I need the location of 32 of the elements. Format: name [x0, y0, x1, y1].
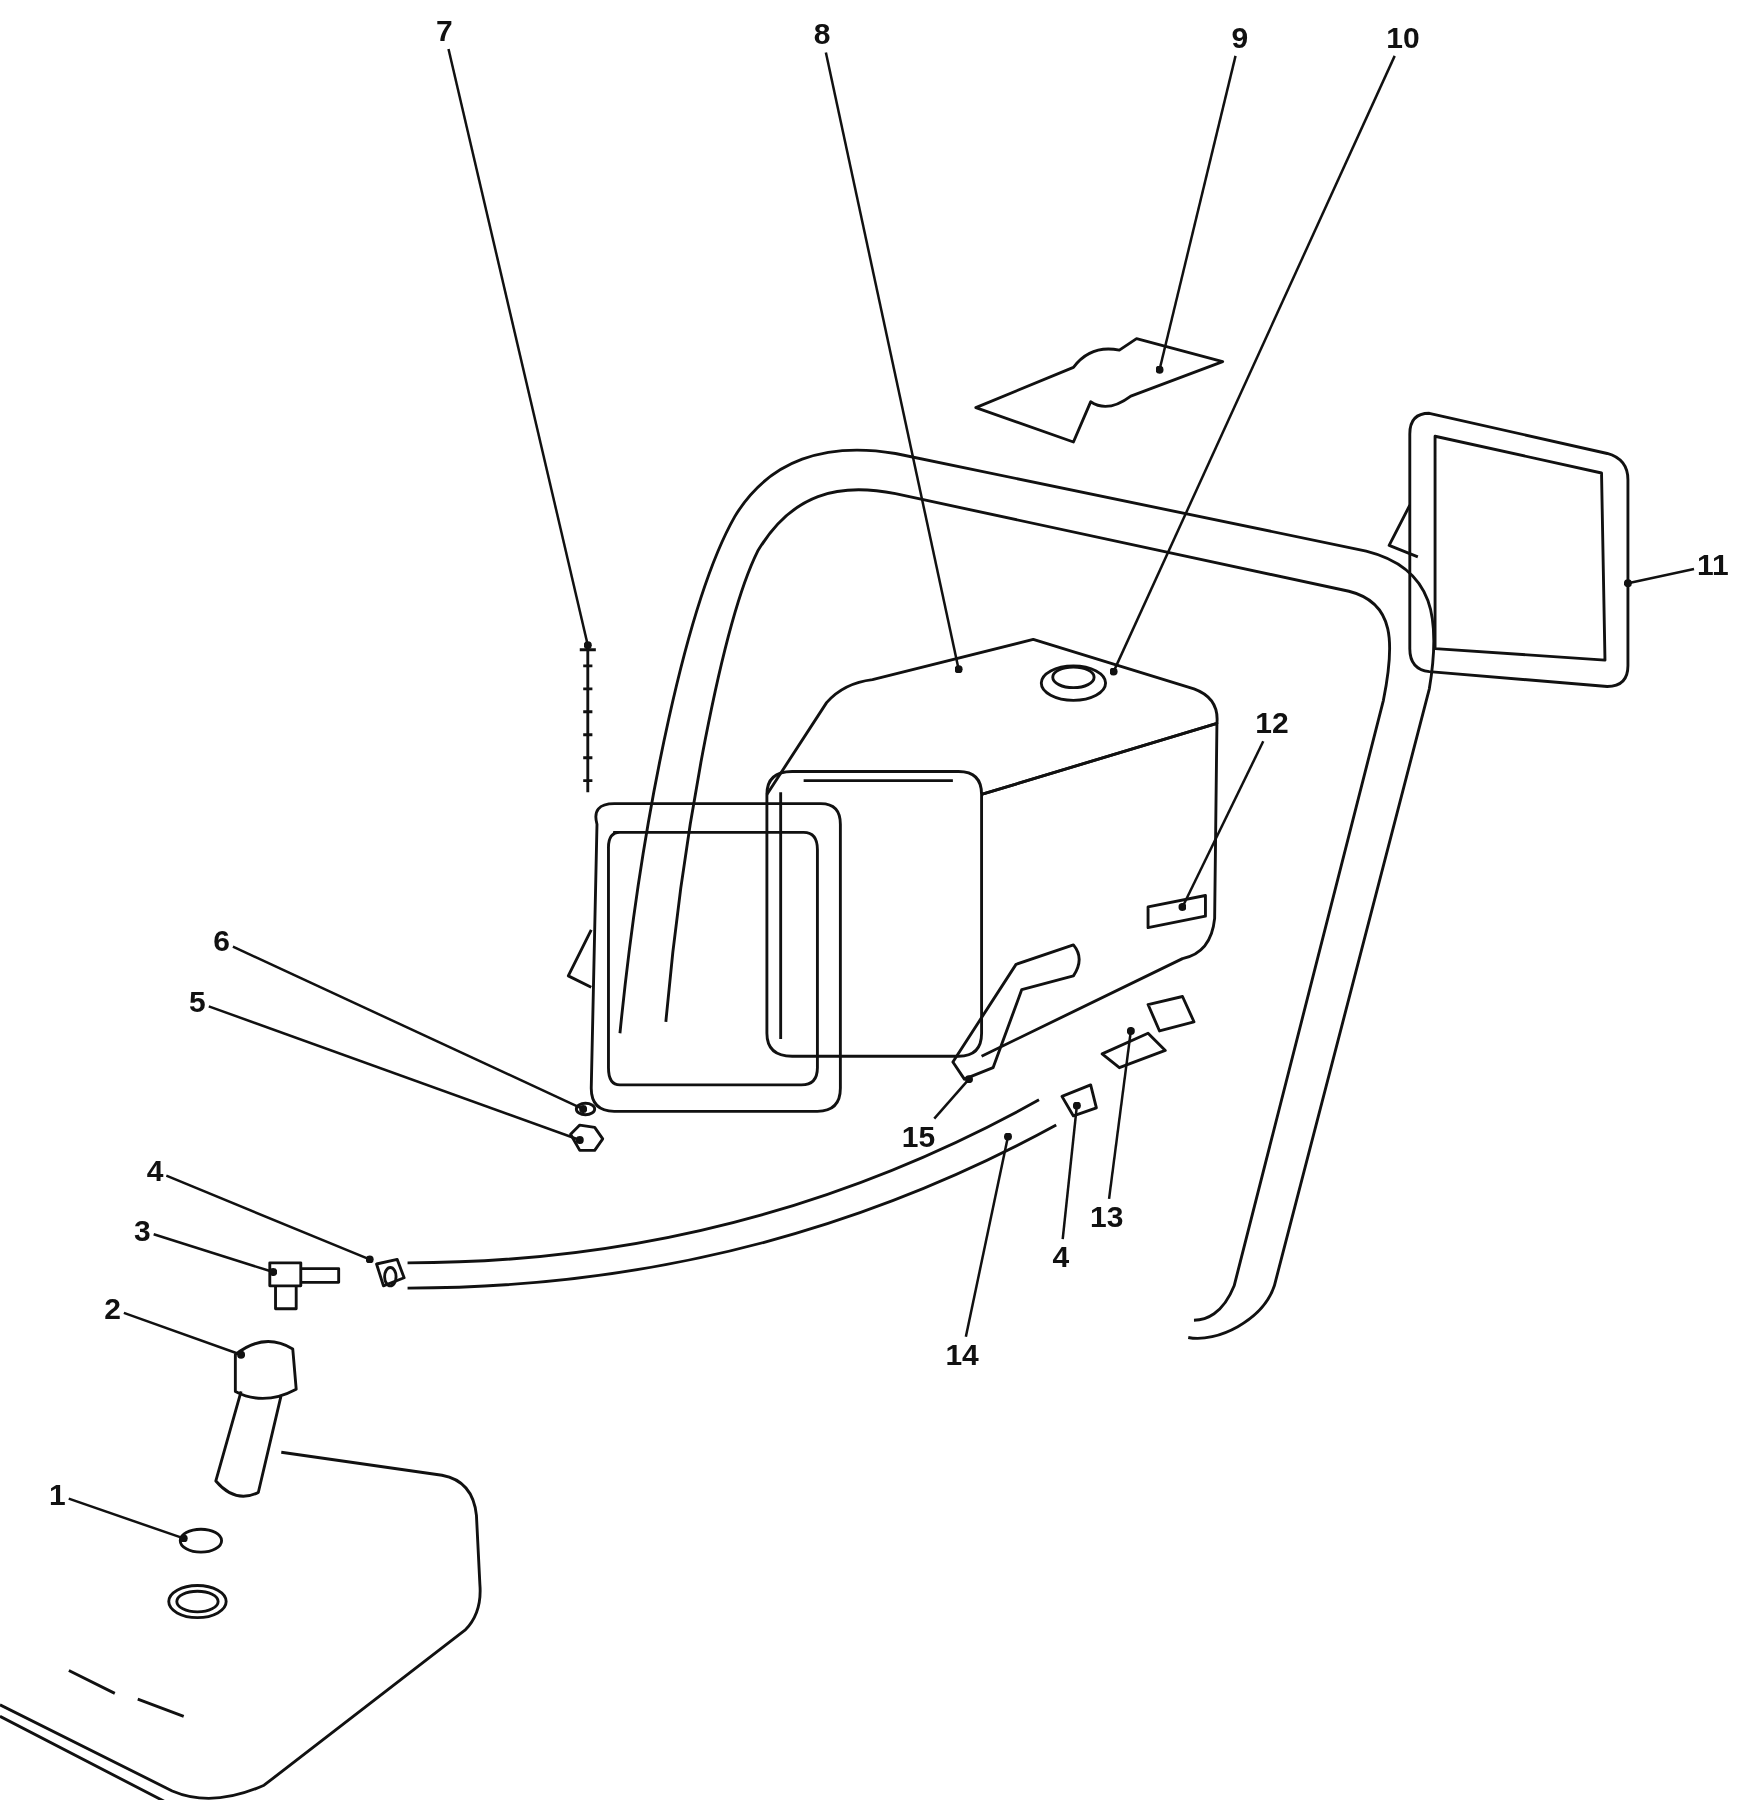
callout-number: 7 [435, 16, 453, 46]
leader-line [1109, 55, 1396, 676]
leader-line [153, 1233, 278, 1277]
callout-number: 11 [1697, 549, 1729, 580]
callout-number: 2 [104, 1293, 121, 1324]
leader-line [1623, 567, 1695, 588]
callout-number: 4 [146, 1156, 164, 1186]
leader-line [1178, 740, 1265, 911]
callout-number: 10 [1386, 22, 1420, 53]
leader-line [123, 1311, 246, 1359]
leader-line [1061, 1101, 1081, 1240]
callout-number: 1 [49, 1479, 66, 1510]
leader-line [1155, 55, 1237, 374]
leader-line [68, 1497, 188, 1543]
callout-number: 15 [901, 1121, 936, 1152]
callout-number: 8 [813, 19, 831, 50]
leader-line [165, 1174, 374, 1264]
leader-line [933, 1075, 973, 1120]
callout-number: 5 [189, 987, 206, 1018]
leader-line [208, 1005, 584, 1144]
callout-number: 4 [1052, 1242, 1070, 1273]
leader-line [824, 52, 963, 674]
callout-number: 3 [134, 1215, 151, 1246]
leader-line [447, 48, 592, 650]
callout-number: 12 [1255, 708, 1289, 739]
leader-line [232, 945, 588, 1113]
callout-number: 9 [1231, 22, 1249, 53]
callout-number: 13 [1090, 1201, 1124, 1232]
leader-line [1107, 1026, 1135, 1200]
callout-number: 14 [945, 1339, 979, 1370]
leader-line [964, 1132, 1012, 1337]
callout-number: 6 [213, 926, 230, 957]
